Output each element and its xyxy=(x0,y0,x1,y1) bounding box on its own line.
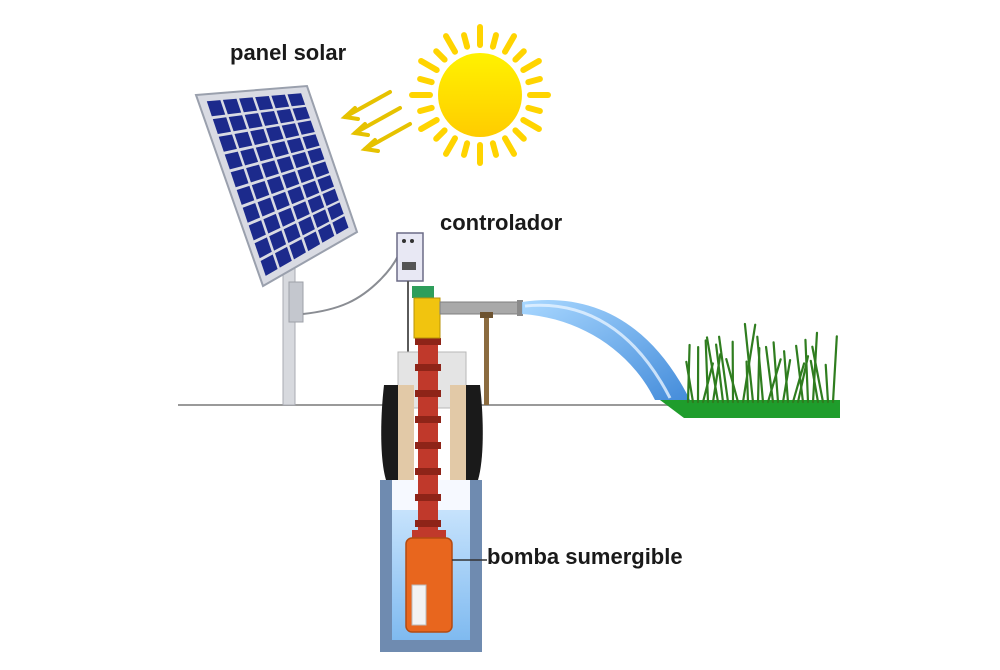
water-stream xyxy=(522,300,690,400)
grass-icon xyxy=(660,322,840,418)
riser-pipe xyxy=(415,320,441,535)
label-solar-panel: panel solar xyxy=(230,40,347,65)
label-controller: controlador xyxy=(440,210,563,235)
solar-panel-icon xyxy=(194,84,359,406)
label-submersible-pump: bomba sumergible xyxy=(487,544,683,569)
sunlight-arrows-icon xyxy=(340,90,412,153)
outlet-pipe xyxy=(412,286,523,405)
controller-icon xyxy=(396,232,424,282)
submersible-pump-icon xyxy=(405,530,487,633)
sun-icon xyxy=(409,24,551,166)
panel-cable xyxy=(302,255,399,315)
